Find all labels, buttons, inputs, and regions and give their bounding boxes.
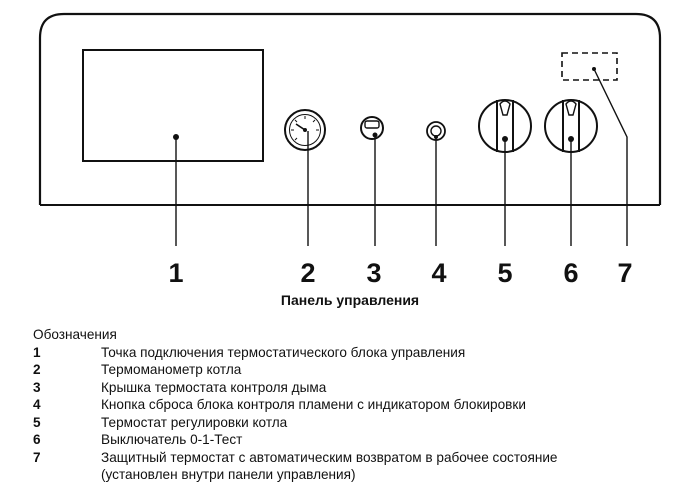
legend-item-text: Термостат регулировки котла bbox=[101, 414, 288, 430]
legend-item-number: 5 bbox=[33, 414, 41, 430]
callout-number: 3 bbox=[366, 258, 381, 288]
leader-line-7 bbox=[593, 68, 628, 246]
legend-item-number: 2 bbox=[33, 362, 41, 377]
legend-item-text: Защитный термостат с автоматическим возв… bbox=[101, 449, 558, 483]
thermomanometer-gauge bbox=[284, 109, 326, 151]
switch-0-1-test-knob bbox=[544, 99, 598, 153]
legend-item: 3 Крышка термостата контроля дыма bbox=[33, 379, 558, 397]
control-panel-diagram: 1 2 3 4 5 6 7 bbox=[38, 12, 662, 288]
legend-item-text: Термоманометр котла bbox=[101, 362, 242, 377]
legend-heading: Обозначения bbox=[33, 327, 117, 342]
legend-item-text: Кнопка сброса блока контроля пламени с и… bbox=[101, 397, 526, 412]
smoke-thermostat-cap bbox=[360, 116, 384, 140]
safety-thermostat-dashed-box bbox=[561, 52, 618, 81]
callout-number: 4 bbox=[431, 258, 446, 288]
legend-item: 7 Защитный термостат с автоматическим во… bbox=[33, 449, 558, 484]
callout-number: 2 bbox=[300, 258, 315, 288]
legend-item-number: 4 bbox=[33, 397, 41, 412]
legend-item-number: 3 bbox=[33, 379, 41, 395]
legend-item-number: 7 bbox=[33, 449, 41, 465]
legend-item: 6 Выключатель 0-1-Тест bbox=[33, 431, 558, 449]
callout-number: 1 bbox=[168, 258, 183, 288]
legend-item-text: Крышка термостата контроля дыма bbox=[101, 379, 327, 395]
legend-item-number: 1 bbox=[33, 344, 41, 360]
callout-number: 6 bbox=[563, 258, 578, 288]
legend-item-text: Выключатель 0-1-Тест bbox=[101, 432, 243, 447]
legend: Обозначения 1 Точка подключения термоста… bbox=[33, 326, 558, 484]
callout-number: 5 bbox=[497, 258, 512, 288]
diagram-caption: Панель управления bbox=[280, 292, 420, 308]
legend-item-number: 6 bbox=[33, 432, 41, 447]
boiler-thermostat-knob bbox=[478, 99, 532, 153]
thermostat-connection-window bbox=[82, 49, 264, 162]
panel-housing bbox=[38, 12, 662, 205]
callout-number: 7 bbox=[617, 258, 632, 288]
legend-item: 4 Кнопка сброса блока контроля пламени с… bbox=[33, 396, 558, 414]
legend-item: 1 Точка подключения термостатического бл… bbox=[33, 344, 558, 362]
legend-item: 2 Термоманометр котла bbox=[33, 361, 558, 379]
legend-item-text: Точка подключения термостатического блок… bbox=[101, 344, 466, 360]
legend-item: 5 Термостат регулировки котла bbox=[33, 414, 558, 432]
